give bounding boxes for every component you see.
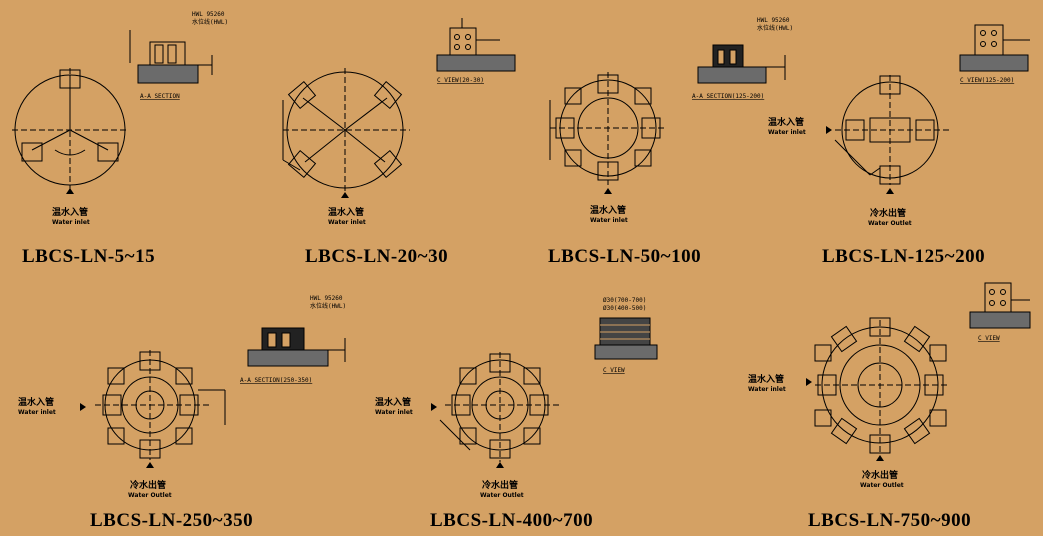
hot-inlet-label-7: 温水入管	[748, 373, 784, 385]
hot-inlet-label-6: 温水入管	[375, 396, 411, 408]
tower-plan-250-350	[95, 350, 226, 460]
cold-outlet-label-6: 冷水出管	[482, 479, 518, 491]
flow-arrows	[66, 126, 894, 468]
cold-outlet-label-7: 冷水出管	[862, 469, 898, 481]
hwl-note-3: HWL 95260	[310, 295, 343, 302]
cold-outlet-en-7: Water Outlet	[860, 482, 904, 489]
hwl-sub-2: 水位线(HWL)	[757, 24, 793, 32]
model-label-20-30: LBCS-LN-20~30	[305, 246, 449, 267]
section-aa-5-15	[129, 30, 213, 84]
section-aa-250-350	[247, 327, 346, 367]
hot-inlet-label-5: 温水入管	[18, 396, 54, 408]
model-label-5-15: LBCS-LN-5~15	[22, 246, 156, 267]
cold-outlet-label-4: 冷水出管	[870, 207, 906, 219]
hot-inlet-label-3: 温水入管	[590, 204, 626, 216]
cold-outlet-en-4: Water Outlet	[868, 220, 912, 227]
caption-section-250-350: A-A SECTION(250-350)	[240, 377, 312, 384]
hwl-sub-3: 水位线(HWL)	[310, 302, 346, 310]
hot-inlet-en-5: Water inlet	[18, 409, 56, 416]
model-label-250-350: LBCS-LN-250~350	[90, 510, 254, 531]
hot-inlet-en-4: Water inlet	[768, 129, 806, 136]
view-c-20-30	[436, 18, 516, 72]
tower-plan-400-700	[439, 352, 560, 462]
view-c-750-900	[969, 282, 1031, 329]
model-label-125-200: LBCS-LN-125~200	[822, 246, 986, 267]
caption-section-125-200: A-A SECTION(125-200)	[692, 93, 764, 100]
tower-plan-5-15	[12, 68, 128, 192]
hot-inlet-en-6: Water inlet	[375, 409, 413, 416]
caption-section-aa: A-A SECTION	[140, 93, 180, 100]
hwl-sub-1: 水位线(HWL)	[192, 18, 228, 26]
caption-view-c-125-200: C VIEW(125-200)	[960, 77, 1014, 84]
section-aa-125-200	[697, 44, 786, 84]
view-c-400-700	[594, 317, 658, 360]
annotations: 温水入管 Water inlet 温水入管 Water inlet 温水入管 W…	[18, 11, 1014, 499]
hot-inlet-en-7: Water inlet	[748, 386, 786, 393]
model-label-50-100: LBCS-LN-50~100	[548, 246, 702, 267]
tower-plan-750-900	[814, 317, 948, 454]
caption-view-c-20-30: C VIEW(20-30)	[437, 77, 484, 84]
cold-outlet-label-5: 冷水出管	[130, 479, 166, 491]
spec-note-400-a: Ø30(700-700)	[603, 297, 646, 304]
model-label-400-700: LBCS-LN-400~700	[430, 510, 594, 531]
caption-view-c-750-900: C VIEW	[978, 335, 1000, 342]
tower-plan-20-30	[282, 68, 410, 192]
hot-inlet-en-3: Water inlet	[590, 217, 628, 224]
spec-note-400-b: Ø30(400-500)	[603, 305, 646, 312]
hot-inlet-en-2: Water inlet	[328, 219, 366, 226]
hwl-note-1: HWL 95260	[192, 11, 225, 18]
model-label-750-900: LBCS-LN-750~900	[808, 510, 972, 531]
cold-outlet-en-5: Water Outlet	[128, 492, 172, 499]
hot-inlet-en-1: Water inlet	[52, 219, 90, 226]
cold-outlet-en-6: Water Outlet	[480, 492, 524, 499]
hot-inlet-label-1: 温水入管	[52, 206, 88, 218]
tower-plan-50-100	[549, 72, 665, 185]
view-c-125-200	[959, 24, 1030, 72]
tower-plan-125-200	[834, 75, 950, 185]
hwl-note-2: HWL 95260	[757, 17, 790, 24]
hot-inlet-label-4: 温水入管	[768, 116, 804, 128]
caption-view-c-400-700: C VIEW	[603, 367, 625, 374]
hot-inlet-label-2: 温水入管	[328, 206, 364, 218]
